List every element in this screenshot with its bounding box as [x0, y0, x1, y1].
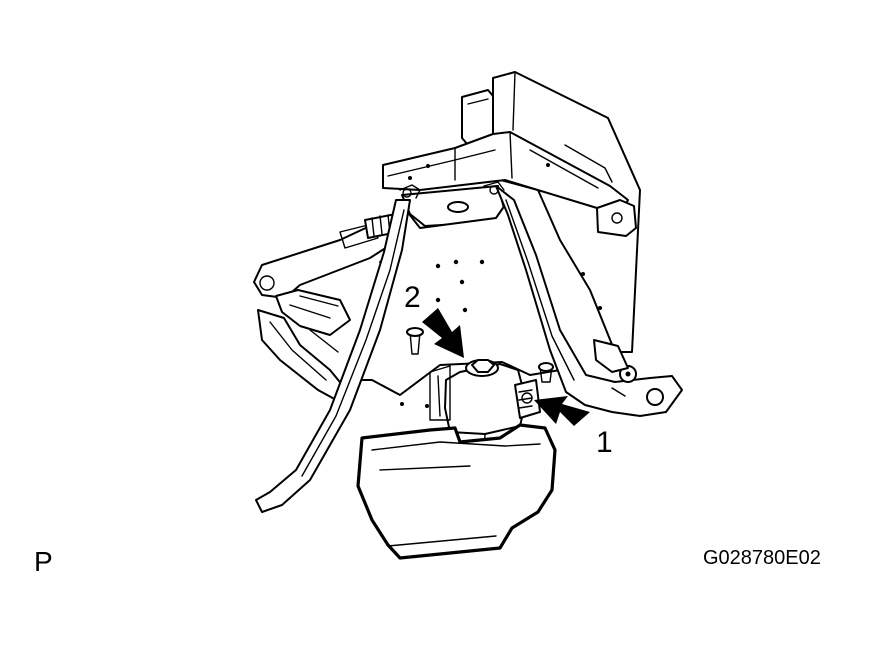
drawing-code-label: G028780E02 — [703, 547, 821, 569]
pedal-shaft — [429, 359, 541, 491]
callout-number-2: 2 — [404, 281, 421, 314]
pedal-arms — [255, 185, 683, 513]
arrow-2-icon — [422, 308, 464, 358]
pedal-support-housing — [382, 71, 641, 353]
view-letter-label: P — [34, 546, 53, 577]
pedal-cover — [356, 423, 557, 560]
arrow-1-icon — [534, 396, 590, 426]
left-bracket — [253, 213, 399, 403]
callout-number-1: 1 — [596, 426, 613, 459]
